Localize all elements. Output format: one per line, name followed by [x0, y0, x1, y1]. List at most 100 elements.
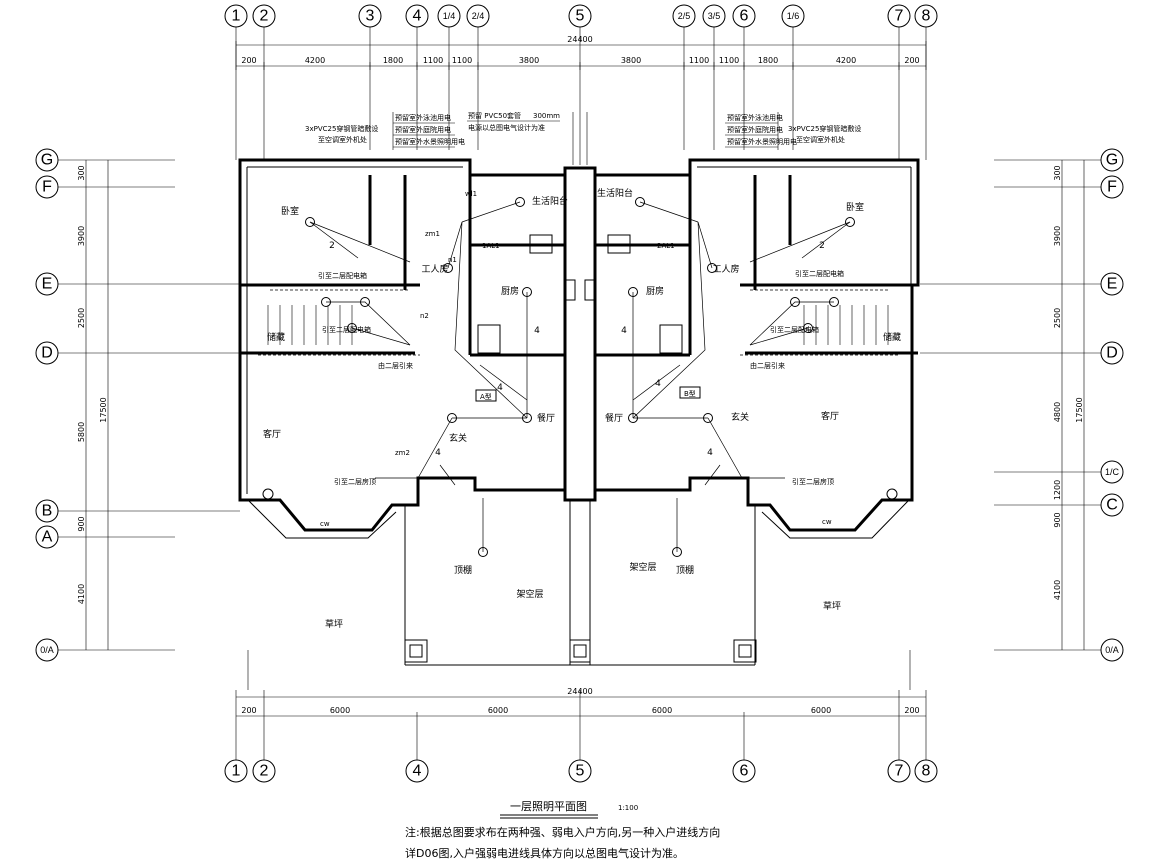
building-walls: [238, 158, 920, 539]
drawing-scale: 1:100: [618, 804, 638, 812]
annotations: 预留室外泳池用电 预留室外庭院用电 预留室外水景照明用电 预留室外泳池用电 预留…: [305, 111, 861, 528]
dim-bottom-seg-5: 6000: [811, 706, 831, 715]
room-bedroom-r: 卧室: [846, 201, 864, 213]
dim-top-seg-6: 3800: [519, 56, 539, 65]
carport-area: [247, 500, 911, 690]
dim-top-seg-7: 3800: [621, 56, 641, 65]
room-balcony-r: 生活阳台: [597, 187, 633, 199]
room-kitchen-r: 厨房: [646, 285, 664, 297]
count-bed-r: 2: [819, 241, 825, 251]
axis-left-0a: 0/A: [40, 645, 54, 655]
note-to-panel-r2: 引至二层配电箱: [770, 325, 819, 334]
dim-top-seg-10: 1800: [758, 56, 778, 65]
dim-right-seg-5: 1200: [1053, 480, 1062, 500]
dim-top-seg-4: 1100: [423, 56, 443, 65]
drawing-note-2: 详D06图,入户强弱电进线具体方向以总图电气设计为准。: [405, 846, 684, 860]
dim-top-seg-1: 200: [241, 56, 256, 65]
dim-right-seg-1: 300: [1053, 165, 1062, 180]
ac-note-r-2: 至空调室外机处: [796, 135, 845, 144]
riser-note-1: 预留 PVC50套管: [468, 111, 521, 120]
room-living-r: 客厅: [821, 410, 839, 422]
ac-note-l-1: 3xPVC25穿钢管暗敷设: [305, 124, 378, 133]
sash-r: cw: [822, 518, 832, 526]
axis-left-b: B: [42, 503, 53, 520]
bottom-dimensions: 24400 200 6000 6000 6000 6000 200: [235, 687, 927, 760]
dim-top-seg-9: 1100: [719, 56, 739, 65]
note-to-panel-l: 引至二层配电箱: [318, 271, 367, 280]
panel-1al1: 1AL1: [482, 242, 500, 250]
room-lawn-r: 草坪: [823, 600, 841, 612]
dim-top-seg-2: 4200: [305, 56, 325, 65]
axis-top-6: 6: [740, 8, 749, 25]
axis-top-2-5: 2/5: [678, 11, 691, 21]
panel-note-l-1: 预留室外泳池用电: [395, 113, 451, 122]
dim-left-seg-2: 3900: [77, 226, 86, 246]
panel-note-r-2: 预留室外庭院用电: [727, 125, 783, 134]
axis-right-0a: 0/A: [1105, 645, 1119, 655]
light-living-r: [886, 488, 898, 500]
right-axis-bubbles: G F E D 1/C C 0/A 300 3900 2500 4800 120…: [920, 148, 1124, 662]
axis-right-e: E: [1107, 276, 1118, 293]
dim-left-seg-3: 2500: [77, 308, 86, 328]
dim-right-seg-4: 4800: [1053, 402, 1062, 422]
top-dimensions: 24400 200 4200 1800 1100 1100 3800 3800 …: [235, 35, 927, 70]
dim-left-seg-4: 5800: [77, 422, 86, 442]
ac-note-r-1: 3xPVC25穿钢管暗敷设: [788, 124, 861, 133]
count-b: 4: [655, 379, 661, 389]
drawing-note-1: 注:根据总图要求布在两种强、弱电入户方向,另一种入户进线方向: [405, 825, 720, 839]
room-worker-r: 工人房: [712, 263, 739, 275]
circuit-wl1: wl1: [465, 190, 477, 198]
axis-bottom-5: 5: [576, 763, 585, 780]
axis-top-8: 8: [922, 8, 931, 25]
note-to-roof-r: 引至二层房顶: [792, 477, 834, 486]
panel-note-r-3: 预留室外水景照明用电: [727, 137, 797, 146]
axis-right-c: C: [1106, 497, 1118, 514]
left-axis-bubbles: G F E D B A 0/A 300 3900 2500 5800 900 4…: [35, 148, 240, 662]
panel-2al1: 2AL1: [657, 242, 675, 250]
axis-top-3-5: 3/5: [708, 11, 721, 21]
light-living-l: [262, 488, 274, 500]
light-balcony-r: [635, 197, 645, 207]
light-fixtures: [262, 197, 898, 557]
count-entry-r: 4: [707, 448, 713, 458]
unit-b-tag: B型: [684, 389, 696, 398]
note-to-panel-r: 引至二层配电箱: [795, 269, 844, 278]
dim-left-seg-5: 900: [77, 516, 86, 531]
ac-note-l-2: 至空调室外机处: [318, 135, 367, 144]
axis-bottom-1: 1: [232, 763, 241, 780]
dim-top-seg-12: 200: [904, 56, 919, 65]
room-kitchen-l: 厨房: [501, 285, 519, 297]
dim-bottom-seg-1: 200: [241, 706, 256, 715]
light-bedroom-l: [305, 217, 315, 227]
panel-note-l-2: 预留室外庭院用电: [395, 125, 451, 134]
dim-left-seg-6: 4100: [77, 584, 86, 604]
axis-right-1c: 1/C: [1105, 467, 1120, 477]
room-worker-l: 工人房: [421, 263, 448, 275]
axis-top-2-4: 2/4: [472, 11, 485, 21]
dim-left-total: 17500: [99, 397, 108, 422]
count-entry-l: 4: [435, 448, 441, 458]
axis-right-f: F: [1107, 179, 1117, 196]
light-worker-l: [443, 263, 453, 273]
note-to-roof-l: 引至二层房顶: [334, 477, 376, 486]
top-axis-bubbles: 1 2 3 4 1/4 2/4 5 2/5 3/5 6 1/6 7 8: [224, 4, 938, 165]
axis-bottom-4: 4: [413, 763, 422, 780]
axis-bottom-8: 8: [922, 763, 931, 780]
room-dining-l: 餐厅: [537, 412, 555, 424]
room-dining-r: 餐厅: [605, 412, 623, 424]
light-stair-r: [803, 323, 813, 333]
axis-right-d: D: [1106, 345, 1118, 362]
dim-top-seg-11: 4200: [836, 56, 856, 65]
room-living-l: 客厅: [263, 428, 281, 440]
dim-top-seg-8: 1100: [689, 56, 709, 65]
room-lamp-l: 顶棚: [454, 564, 472, 576]
axis-left-f: F: [42, 179, 52, 196]
room-entry-r: 玄关: [731, 411, 749, 423]
room-labels: 卧室 卧室 工人房 工人房 储藏 储藏 客厅 客厅 厨房 厨房 生活阳台 生活阳…: [263, 187, 901, 630]
room-storage-l: 储藏: [267, 331, 285, 343]
axis-bottom-6: 6: [740, 763, 749, 780]
dim-right-seg-2: 3900: [1053, 226, 1062, 246]
drawing-title: 一层照明平面图: [510, 800, 587, 813]
dim-bottom-seg-2: 6000: [330, 706, 350, 715]
